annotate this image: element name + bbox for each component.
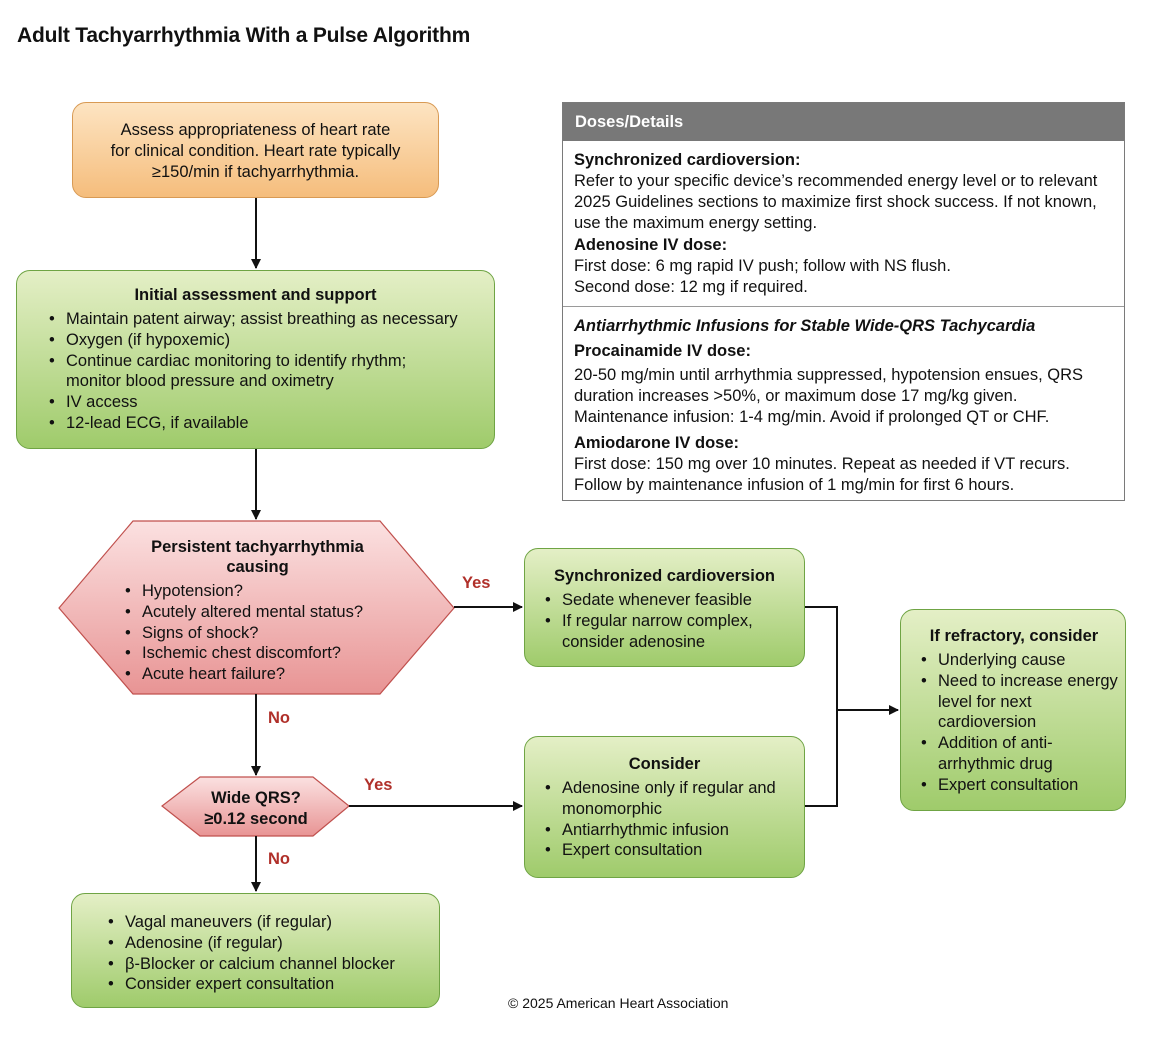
list-item: Acute heart failure? <box>125 664 390 685</box>
amiodarone-dose-first: First dose: 150 mg over 10 minutes. Repe… <box>574 455 1070 473</box>
doses-section-1: Synchronized cardioversion: Refer to you… <box>563 141 1124 298</box>
list-item: Underlying cause <box>921 650 1119 671</box>
persistent-decision: Persistent tachyarrhythmia causing Hypot… <box>125 537 390 685</box>
list-item: Addition of anti-arrhythmic drug <box>921 733 1119 775</box>
list-item: β-Blocker or calcium channel blocker <box>108 954 431 975</box>
assess-line-3: ≥150/min if tachyarrhythmia. <box>151 163 360 181</box>
copyright-notice: © 2025 American Heart Association <box>508 995 729 1011</box>
list-item: Maintain patent airway; assist breathing… <box>49 309 484 330</box>
list-item: Hypotension? <box>125 581 390 602</box>
list-item: IV access <box>49 392 484 413</box>
no-label-wide: No <box>268 850 290 868</box>
sync-dose-text: Refer to your specific device’s recommen… <box>574 172 1098 232</box>
amiodarone-dose-heading: Amiodarone IV dose: <box>574 434 740 452</box>
adenosine-dose-heading: Adenosine IV dose: <box>574 236 728 254</box>
procainamide-dose-heading: Procainamide IV dose: <box>574 342 751 360</box>
amiodarone-dose-maintenance: Follow by maintenance infusion of 1 mg/m… <box>574 476 1015 494</box>
list-item: Signs of shock? <box>125 623 390 644</box>
doses-details-panel: Doses/Details Synchronized cardioversion… <box>562 102 1125 501</box>
narrow-qrs-options-list: Vagal maneuvers (if regular) Adenosine (… <box>108 912 431 995</box>
persistent-title: Persistent tachyarrhythmia causing <box>151 538 364 576</box>
list-item: Vagal maneuvers (if regular) <box>108 912 431 933</box>
assess-box: Assess appropriateness of heart rate for… <box>72 102 439 198</box>
no-label-persistent: No <box>268 709 290 727</box>
wide-qrs-line-2: ≥0.12 second <box>204 810 308 828</box>
list-item: Expert consultation <box>921 775 1119 796</box>
connector-to-refractory <box>805 606 838 807</box>
narrow-qrs-options-box: Vagal maneuvers (if regular) Adenosine (… <box>71 893 440 1008</box>
list-item: Ischemic chest discomfort? <box>125 643 390 664</box>
list-item: Adenosine (if regular) <box>108 933 431 954</box>
list-item: Acutely altered mental status? <box>125 602 390 623</box>
sync-cardioversion-box: Synchronized cardioversion Sedate whenev… <box>524 548 805 667</box>
refractory-list: Underlying cause Need to increase energy… <box>921 650 1119 796</box>
persistent-list: Hypotension? Acutely altered mental stat… <box>125 581 390 685</box>
consider-list: Adenosine only if regular and monomorphi… <box>545 778 796 861</box>
wide-qrs-line-1: Wide QRS? <box>211 789 301 807</box>
initial-assessment-list: Maintain patent airway; assist breathing… <box>49 309 484 434</box>
assess-line-1: Assess appropriateness of heart rate <box>120 121 391 139</box>
list-item: Sedate whenever feasible <box>545 590 796 611</box>
consider-title: Consider <box>628 755 701 773</box>
wide-qrs-decision-shape <box>161 776 350 837</box>
sync-cardioversion-title: Synchronized cardioversion <box>554 567 775 585</box>
list-item: Continue cardiac monitoring to identify … <box>49 351 484 393</box>
procainamide-maintenance: Maintenance infusion: 1-4 mg/min. Avoid … <box>574 408 1050 426</box>
yes-label-persistent: Yes <box>462 574 491 592</box>
page-title: Adult Tachyarrhythmia With a Pulse Algor… <box>17 24 471 47</box>
list-item: Oxygen (if hypoxemic) <box>49 330 484 351</box>
sync-cardioversion-list: Sedate whenever feasible If regular narr… <box>545 590 796 652</box>
procainamide-dose-text: 20-50 mg/min until arrhythmia suppressed… <box>574 366 1084 405</box>
sync-dose-heading: Synchronized cardioversion: <box>574 151 801 169</box>
adenosine-dose-second: Second dose: 12 mg if required. <box>574 278 808 296</box>
initial-assessment-box: Initial assessment and support Maintain … <box>16 270 495 449</box>
adenosine-dose-first: First dose: 6 mg rapid IV push; follow w… <box>574 257 951 275</box>
assess-line-2: for clinical condition. Heart rate typic… <box>110 142 401 160</box>
list-item: Adenosine only if regular and monomorphi… <box>545 778 796 820</box>
list-item: If regular narrow complex, consider aden… <box>545 611 796 653</box>
list-item: Antiarrhythmic infusion <box>545 820 796 841</box>
refractory-title: If refractory, consider <box>929 627 1099 645</box>
list-item: Need to increase energy level for next c… <box>921 671 1119 733</box>
list-item: 12-lead ECG, if available <box>49 413 484 434</box>
doses-divider <box>563 306 1124 307</box>
list-item: Consider expert consultation <box>108 974 431 995</box>
doses-section-2: Antiarrhythmic Infusions for Stable Wide… <box>563 307 1124 496</box>
wide-qrs-decision: Wide QRS? ≥0.12 second <box>170 788 342 830</box>
doses-details-header: Doses/Details <box>563 103 1124 141</box>
list-item: Expert consultation <box>545 840 796 861</box>
consider-box: Consider Adenosine only if regular and m… <box>524 736 805 878</box>
initial-assessment-title: Initial assessment and support <box>134 286 377 304</box>
yes-label-wide: Yes <box>364 776 393 794</box>
refractory-box: If refractory, consider Underlying cause… <box>900 609 1126 811</box>
antiarrhythmic-heading: Antiarrhythmic Infusions for Stable Wide… <box>574 317 1036 335</box>
